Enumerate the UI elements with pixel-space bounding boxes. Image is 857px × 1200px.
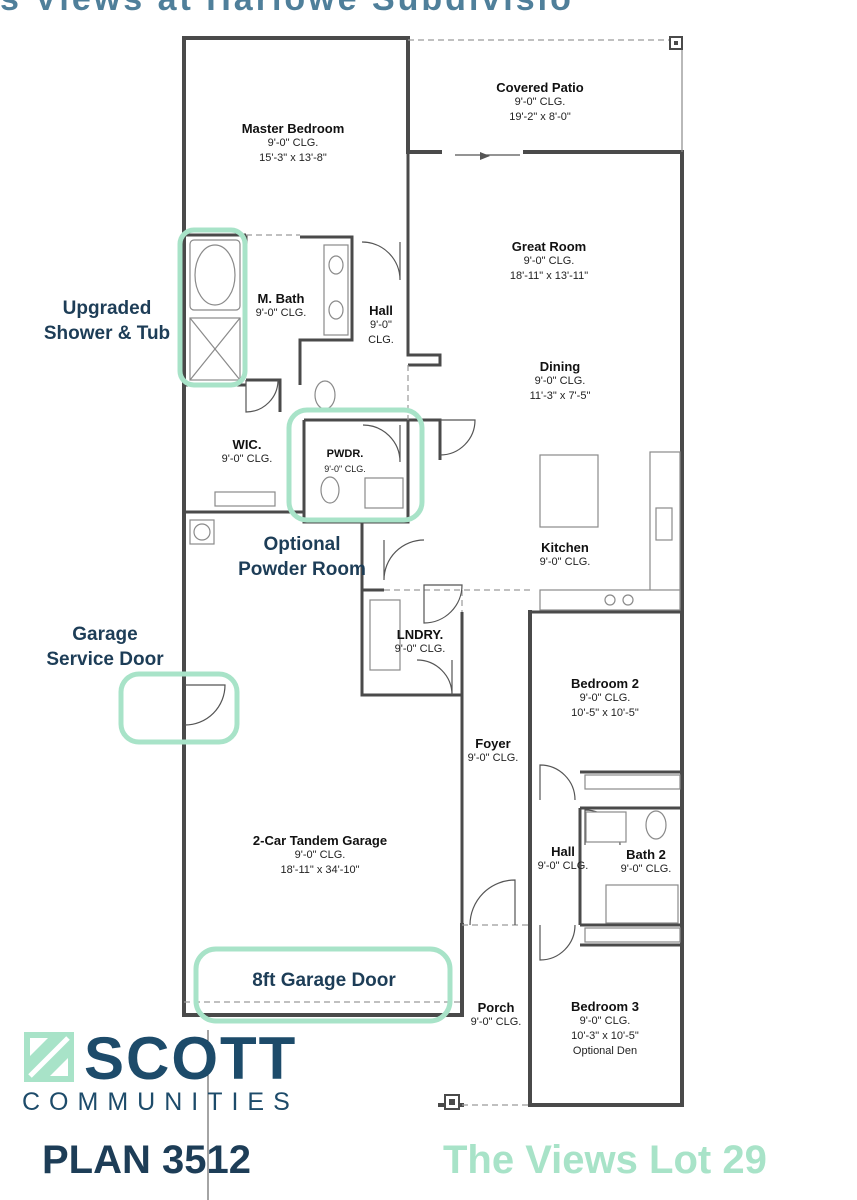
room-master-bedroom: Master Bedroom 9'-0" CLG. 15'-3" x 13'-8… [241,121,345,164]
callout-upgraded-shower-tub: Upgraded Shower & Tub [43,298,171,344]
room-lndry: LNDRY. 9'-0" CLG. [394,627,446,655]
room-dining: Dining 9'-0" CLG. 11'-3" x 7'-5" [529,359,591,402]
room-pwdr: PWDR. 9'-0" CLG. [324,448,366,474]
callout-garage-service-door: Garage Service Door [46,624,164,670]
callout-optional-powder-room: Optional Powder Room [238,534,366,580]
callout-garage-door: 8ft Garage Door [252,970,396,991]
logo-subtitle: COMMUNITIES [22,1088,299,1116]
room-bath-2: Bath 2 9'-0" CLG. [620,847,672,875]
room-hall-bottom: Hall 9'-0" CLG. [537,844,589,872]
room-foyer: Foyer 9'-0" CLG. [467,736,519,764]
plan-name: PLAN 3512 [42,1138,251,1182]
room-m-bath: M. Bath 9'-0" CLG. [255,291,307,319]
room-great-room: Great Room 9'-0" CLG. 18'-11" x 13'-11" [509,239,589,282]
service-door-highlight [118,671,240,745]
room-hall-top: Hall 9'-0" CLG. [368,303,394,346]
interior-walls [184,152,682,947]
room-bedroom-2: Bedroom 2 9'-0" CLG. 10'-5" x 10'-5" [571,676,639,719]
lot-name: The Views Lot 29 [443,1138,767,1182]
fixtures [189,239,681,1110]
patio-outline [408,36,683,160]
subdivision-banner: s Views at Harlowe Subdivisio [0,0,574,19]
room-porch: Porch 9'-0" CLG. [470,1000,522,1028]
powder-room-highlight [286,407,425,523]
room-covered-patio: Covered Patio 9'-0" CLG. 19'-2" x 8'-0" [496,80,584,123]
room-garage: 2-Car Tandem Garage 9'-0" CLG. 18'-11" x… [252,833,388,876]
logo-wordmark: SCOTT [84,1025,298,1092]
room-wic: WIC. 9'-0" CLG. [221,437,273,465]
highlight-outlines [118,227,453,1024]
garage-door-highlight [193,946,453,1024]
door-swings [184,241,621,961]
scott-logo-mark [24,1032,74,1082]
room-bedroom-3: Bedroom 3 9'-0" CLG. 10'-3" x 10'-5" Opt… [571,999,639,1057]
room-kitchen: Kitchen 9'-0" CLG. [539,540,591,568]
shower-tub-highlight [177,227,248,388]
